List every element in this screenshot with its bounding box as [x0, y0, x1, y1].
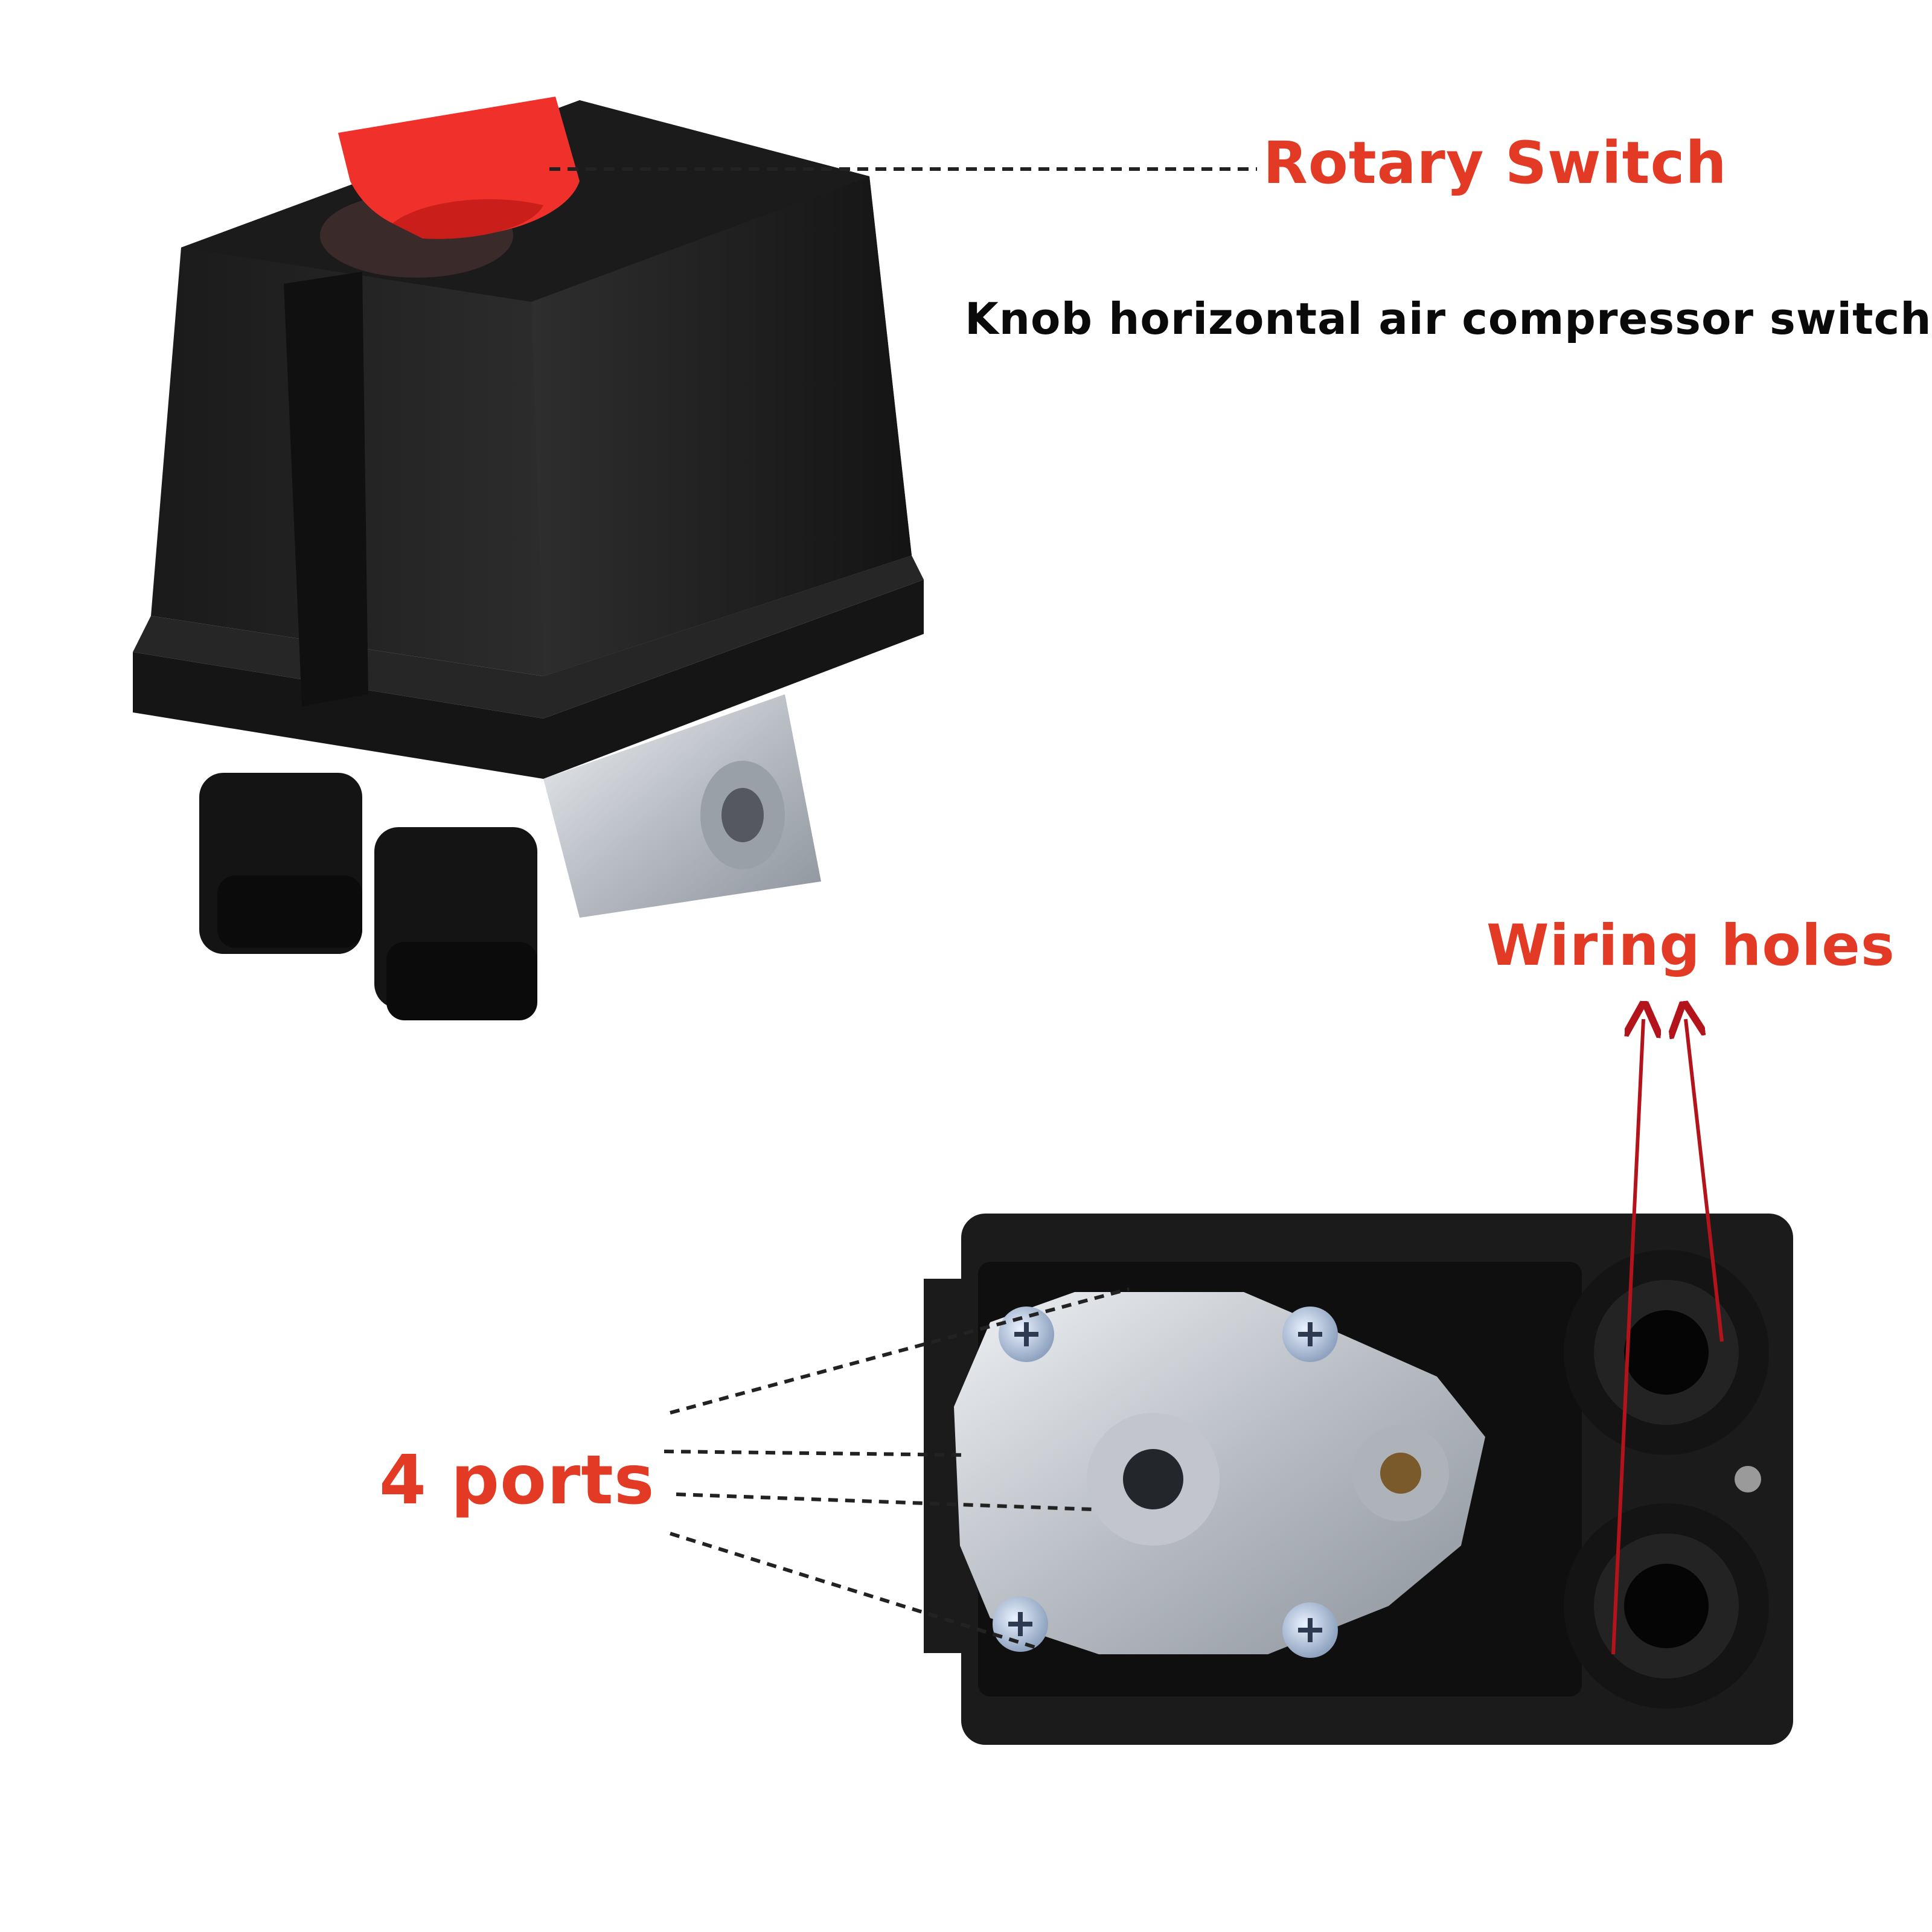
wiring-hole-lower: [1564, 1503, 1769, 1709]
ports-label: 4 ports: [379, 1441, 655, 1520]
arrow-up-icon: [1686, 1019, 1724, 1342]
pressure-switch-bottom-view: [924, 1214, 1793, 1745]
wiring-holes-label: Wiring holes: [1486, 913, 1895, 979]
rotary-switch-label: Rotary Switch: [1263, 129, 1727, 197]
phillips-screw-icon: [1282, 1602, 1338, 1658]
arrow-up-icon: [1611, 1019, 1643, 1655]
pressure-switch-3d: [133, 97, 924, 1020]
phillips-screw-icon: [993, 1596, 1048, 1652]
ports-leaders: [664, 1287, 1130, 1650]
product-subtitle: Knob horizontal air compressor switch: [965, 293, 1932, 344]
wiring-hole-upper: [1564, 1250, 1769, 1455]
phillips-screw-icon: [999, 1307, 1054, 1362]
phillips-screw-icon: [1282, 1307, 1338, 1362]
